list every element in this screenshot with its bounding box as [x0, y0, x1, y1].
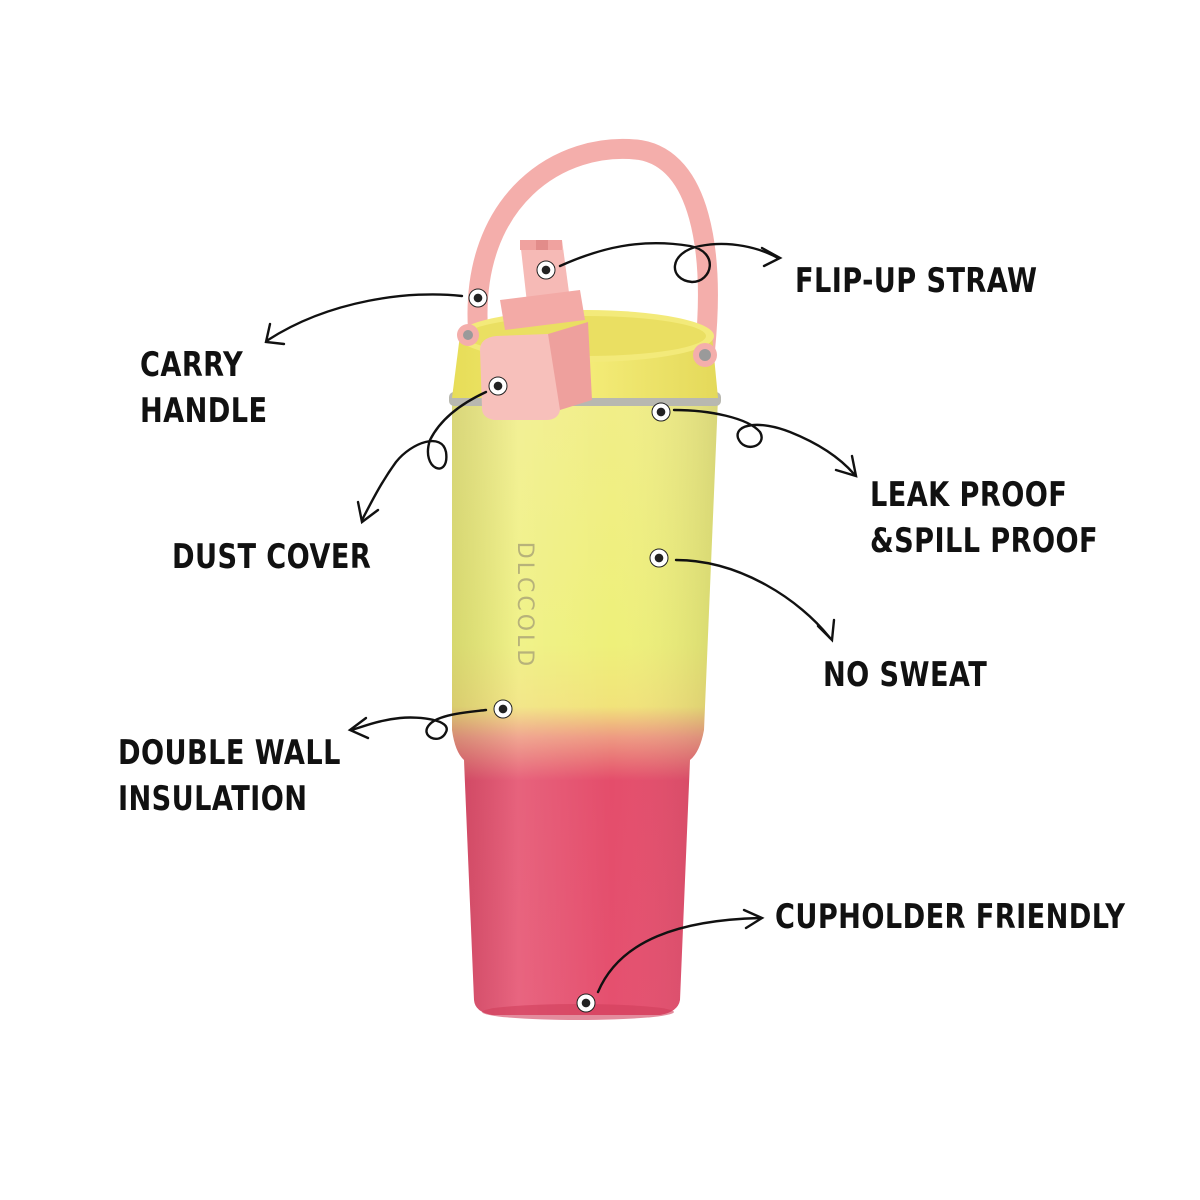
label-dust-cover: DUST COVER [172, 537, 372, 577]
label-cupholder-friendly: CUPHOLDER FRIENDLY [775, 897, 1126, 937]
callout-arrows [264, 242, 858, 994]
label-double-wall-insulation: DOUBLE WALL INSULATION [118, 733, 341, 819]
label-carry-handle: CARRY HANDLE [140, 345, 268, 431]
hotspots [468, 260, 671, 1013]
label-flip-up-straw: FLIP-UP STRAW [795, 261, 1038, 301]
label-no-sweat: NO SWEAT [823, 655, 988, 695]
brand-mark: DLCCOLD [512, 541, 538, 669]
label-leak-proof: LEAK PROOF &SPILL PROOF [870, 475, 1099, 561]
dust-cover [480, 334, 562, 420]
